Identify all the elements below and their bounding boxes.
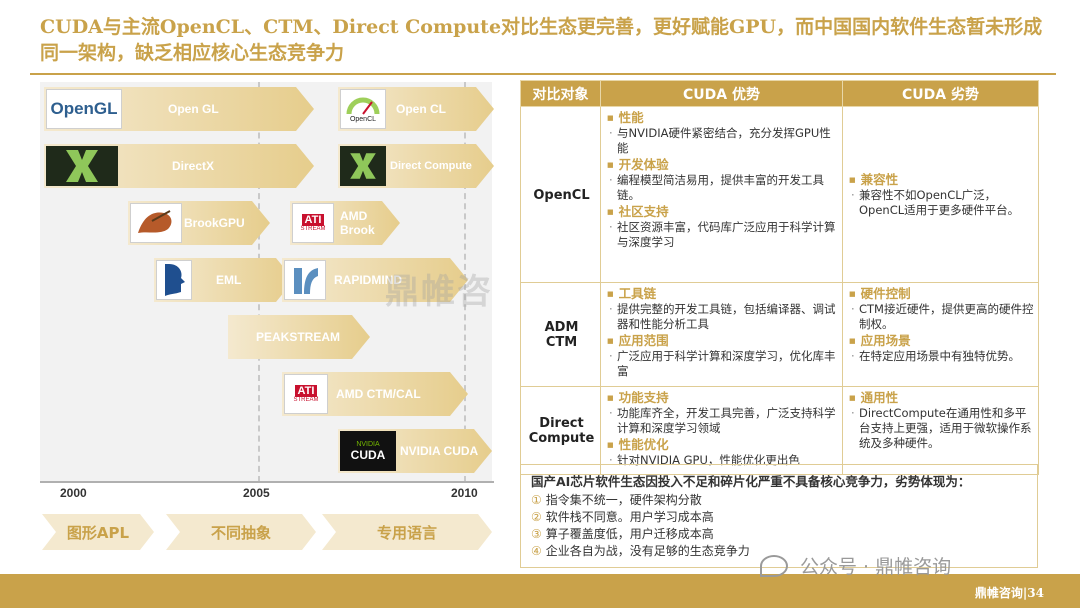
wechat-watermark: 公众号 · 鼎帷咨询 [760,552,951,579]
phase-label: 专用语言 [376,523,437,542]
table-row: OpenCL 性能 与NVIDIA硬件紧密结合，充分发挥GPU性能 开发体验 编… [520,106,1039,283]
column-header: 对比对象 [520,80,601,107]
opengl-logo-icon: OpenGL [46,89,122,129]
pros-cell: 功能支持 功能库齐全，开发工具完善，广泛支持科学计算和深度学习领域 性能优化 针… [600,386,843,475]
point-text: 软件栈不同意。用户学习成本高 [545,510,714,524]
cons-cell: 硬件控制 CTM接近硬件，提供更高的硬件控制权。 应用场景 在特定应用场景中有独… [842,282,1039,387]
timeline-label: Direct Compute [390,160,472,172]
brook-fly-icon [130,203,182,243]
center-watermark: 鼎帷咨 [385,272,493,312]
timeline-label: Open GL [168,102,219,116]
phase-label: 图形APL [66,523,130,542]
pro-heading: 性能优化 [607,437,838,453]
pro-heading: 工具链 [607,286,838,302]
point-number: ④ [531,544,542,558]
pro-detail: 针对NVIDIA GPU，性能优化更出色 [607,453,838,468]
con-heading: 通用性 [849,390,1034,406]
timeline-bar-peakstream: PEAKSTREAM [228,315,370,359]
timeline-label: EML [216,273,242,287]
pro-detail: 与NVIDIA硬件紧密结合，充分发挥GPU性能 [607,126,838,156]
pro-detail: 提供完整的开发工具链，包括编译器、调试器和性能分析工具 [607,302,838,332]
timeline-label: Open CL [396,102,446,116]
con-detail: 兼容性不如OpenCL广泛，OpenCL适用于更多硬件平台。 [849,188,1034,218]
point-text: 算子覆盖度低，用户迁移成本高 [545,527,714,541]
point-text: 指令集不统一，硬件架构分散 [545,493,702,507]
year-label: 2000 [60,486,87,500]
summary-title: 国产AI芯片软件生态因投入不足和碎片化严重不具备核心竞争力，劣势体现为： [531,474,971,489]
con-heading: 应用场景 [849,333,1034,349]
timeline-label: NVIDIA CUDA [400,444,479,458]
nvidia-cuda-icon: NVIDIA CUDA [340,431,396,471]
timeline-label: PEAKSTREAM [256,330,341,344]
phase-chevron: 专用语言 [322,514,492,550]
con-heading: 兼容性 [849,172,1034,188]
directx-x-icon [46,146,118,186]
timeline-label: AMD CTM/CAL [336,387,421,401]
table-header-row: 对比对象 CUDA 优势 CUDA 劣势 [520,80,1039,107]
column-header: CUDA 优势 [600,80,843,107]
rapidmind-icon [284,260,326,300]
wechat-icon [760,554,788,577]
column-header: CUDA 劣势 [842,80,1039,107]
point-text: 企业各自为战，没有足够的生态竞争力 [545,544,750,558]
row-object: ADM CTM [520,282,601,387]
eml-face-icon [156,260,192,300]
pros-cell: 工具链 提供完整的开发工具链，包括编译器、调试器和性能分析工具 应用范围 广泛应… [600,282,843,387]
phase-label: 不同抽象 [210,523,271,542]
wechat-watermark-text: 公众号 · 鼎帷咨询 [800,556,952,578]
title-divider [30,73,1056,75]
cons-cell: 兼容性 兼容性不如OpenCL广泛，OpenCL适用于更多硬件平台。 [842,106,1039,283]
table-row: Direct Compute 功能支持 功能库齐全，开发工具完善，广泛支持科学计… [520,386,1039,475]
pro-heading: 社区支持 [607,204,838,220]
con-heading: 硬件控制 [849,286,1034,302]
point-number: ② [531,510,542,524]
timeline-label: RAPIDMIND [334,273,402,287]
timeline-axis [40,481,494,483]
timeline-label: BrookGPU [184,216,245,230]
ati-stream-icon: ATI STREAM [292,203,334,243]
pro-detail: 广泛应用于科学计算和深度学习，优化库丰富 [607,349,838,379]
pro-detail: 编程模型简洁易用，提供丰富的开发工具链。 [607,173,838,203]
pro-heading: 应用范围 [607,333,838,349]
timeline-label: AMD Brook [340,209,375,237]
point-number: ① [531,493,542,507]
pros-cell: 性能 与NVIDIA硬件紧密结合，充分发挥GPU性能 开发体验 编程模型简洁易用… [600,106,843,283]
opencl-gauge-icon: OpenCL [340,89,386,129]
pro-heading: 开发体验 [607,157,838,173]
footer-band [0,574,1080,608]
year-label: 2005 [243,486,270,500]
con-detail: CTM接近硬件，提供更高的硬件控制权。 [849,302,1034,332]
directx-x-icon [340,146,386,186]
point-number: ③ [531,527,542,541]
phase-chevron: 图形APL [42,514,154,550]
year-label: 2010 [451,486,478,500]
cons-cell: 通用性 DirectCompute在通用性和多平台支持上更强，适用于微软操作系统… [842,386,1039,475]
row-object: Direct Compute [520,386,601,475]
pro-detail: 社区资源丰富，代码库广泛应用于科学计算与深度学习 [607,220,838,250]
table-row: ADM CTM 工具链 提供完整的开发工具链，包括编译器、调试器和性能分析工具 … [520,282,1039,387]
con-detail: DirectCompute在通用性和多平台支持上更强，适用于微软操作系统及多种硬… [849,406,1034,451]
phase-chevron: 不同抽象 [166,514,316,550]
pro-detail: 功能库齐全，开发工具完善，广泛支持科学计算和深度学习领域 [607,406,838,436]
con-detail: 在特定应用场景中有独特优势。 [849,349,1034,364]
pro-heading: 性能 [607,110,838,126]
footer-brand-page: 鼎帷咨询|34 [974,586,1044,600]
page-title: CUDA与主流OpenCL、CTM、Direct Compute对比生态更完善，… [40,16,1043,64]
row-object: OpenCL [520,106,601,283]
pro-heading: 功能支持 [607,390,838,406]
comparison-table: 对比对象 CUDA 优势 CUDA 劣势 OpenCL 性能 与NVIDIA硬件… [520,80,1039,475]
ati-stream-icon: ATI STREAM [284,374,328,414]
timeline-label: DirectX [172,159,215,173]
